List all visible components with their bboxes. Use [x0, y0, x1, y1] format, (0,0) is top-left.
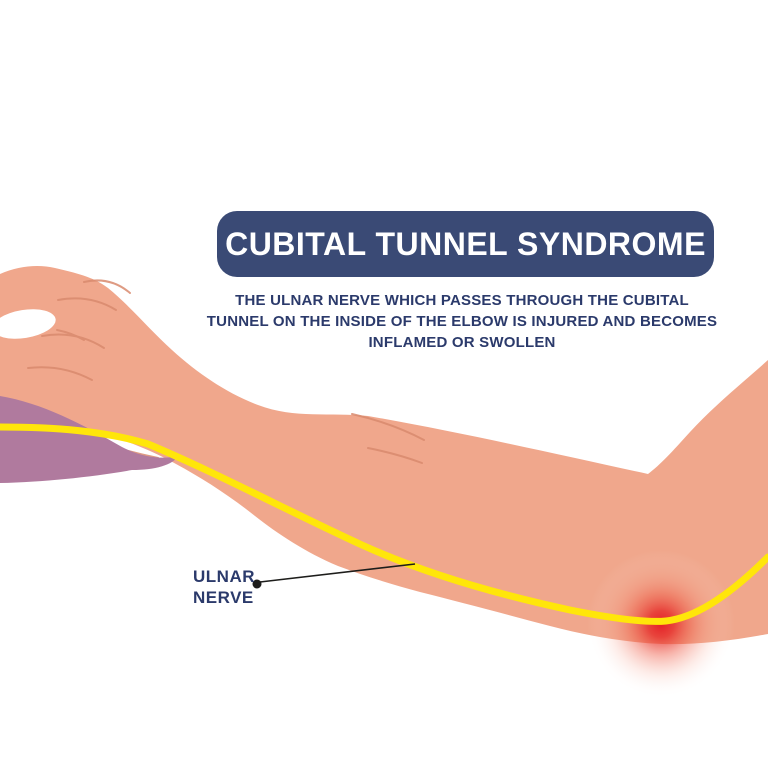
label-pointer-dot	[252, 579, 262, 589]
crease-line	[56, 329, 85, 341]
finger-opening	[0, 309, 56, 339]
crease-line	[57, 297, 117, 311]
subtitle-text: THE ULNAR NERVE WHICH PASSES THROUGH THE…	[162, 290, 762, 353]
subtitle-line-1: THE ULNAR NERVE WHICH PASSES THROUGH THE…	[235, 292, 689, 309]
palm-shade-region	[0, 396, 178, 483]
ulnar-nerve-label-line-2: NERVE	[193, 588, 254, 607]
crease-line	[367, 447, 423, 464]
crease-line	[27, 366, 93, 381]
title-banner: CUBITAL TUNNEL SYNDROME	[217, 211, 714, 277]
arm-silhouette	[0, 266, 768, 645]
crease-line	[83, 279, 131, 294]
ulnar-nerve-line	[0, 423, 768, 625]
ulnar-nerve-label: ULNAR NERVE	[193, 566, 255, 608]
subtitle-line-2: TUNNEL ON THE INSIDE OF THE ELBOW IS INJ…	[206, 313, 718, 330]
label-pointer-line	[259, 563, 416, 583]
subtitle-line-3: INFLAMED OR SWOLLEN	[368, 334, 556, 351]
crease-line	[351, 413, 425, 441]
hand-crease-lines	[27, 279, 425, 464]
ulnar-nerve-label-line-1: ULNAR	[193, 567, 255, 586]
page-title: CUBITAL TUNNEL SYNDROME	[225, 225, 706, 262]
